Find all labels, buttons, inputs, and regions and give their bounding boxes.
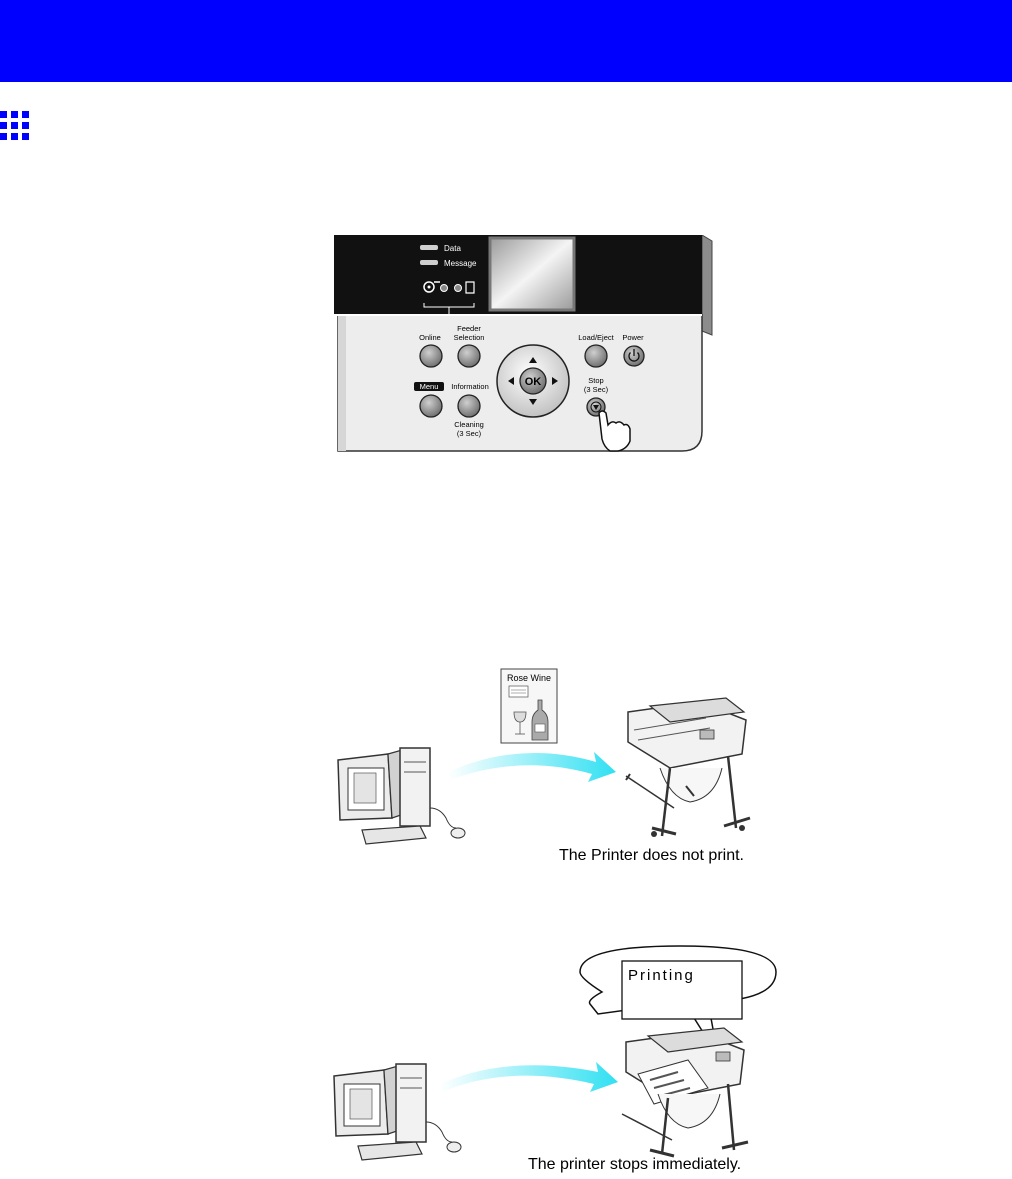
indicator-message-label: Message xyxy=(444,259,477,268)
stop-icon xyxy=(593,405,599,410)
figure1-caption: The Printer does not print. xyxy=(559,847,744,864)
online-button[interactable] xyxy=(419,344,443,368)
data-flow-arrow xyxy=(440,1062,618,1092)
load-eject-button[interactable] xyxy=(584,344,608,368)
feeder-selection-label-2: Selection xyxy=(454,333,485,342)
section-grid-icon xyxy=(0,111,29,140)
information-label: Information xyxy=(451,382,489,391)
roll-sheet-indicator xyxy=(423,281,475,315)
stop-label-1: Stop xyxy=(588,376,603,385)
cleaning-label-1: Cleaning xyxy=(454,420,484,429)
document-title: Rose Wine xyxy=(507,673,551,683)
indicator-data-label: Data xyxy=(444,244,461,253)
document-rose-wine: Rose Wine xyxy=(500,668,558,744)
information-button[interactable] xyxy=(457,394,481,418)
cleaning-label-2: (3 Sec) xyxy=(457,429,482,438)
lcd-screen xyxy=(488,236,576,312)
computer-illustration xyxy=(337,747,466,845)
menu-button[interactable] xyxy=(419,394,443,418)
power-icon xyxy=(628,349,640,362)
pointing-hand-icon xyxy=(598,410,631,452)
speech-bubble: Printing xyxy=(579,945,777,1057)
feeder-selection-button[interactable] xyxy=(457,344,481,368)
power-label: Power xyxy=(622,333,644,342)
feeder-selection-label-1: Feeder xyxy=(457,324,481,333)
ok-label: OK xyxy=(525,376,542,388)
right-arrow-icon[interactable] xyxy=(552,377,558,385)
load-eject-label: Load/Eject xyxy=(578,333,614,342)
up-arrow-icon[interactable] xyxy=(529,357,537,363)
figure2-caption: The printer stops immediately. xyxy=(528,1156,742,1173)
down-arrow-icon[interactable] xyxy=(529,399,537,405)
ok-button[interactable] xyxy=(519,367,547,395)
bubble-printing-text: Printing xyxy=(628,967,695,984)
data-flow-arrow xyxy=(448,752,616,782)
stop-label-2: (3 Sec) xyxy=(584,385,609,394)
printer-illustration xyxy=(625,697,751,837)
not-printing-illustration: Rose Wine xyxy=(337,668,751,845)
online-label: Online xyxy=(419,333,441,342)
left-arrow-icon[interactable] xyxy=(508,377,514,385)
printing-stops-illustration: Printing xyxy=(333,945,777,1161)
computer-illustration xyxy=(333,1063,462,1161)
control-panel-illustration: Data Message Online Feeder Selection Men… xyxy=(334,235,713,452)
menu-label: Menu xyxy=(420,382,439,391)
printer-illustration xyxy=(621,1027,749,1158)
header-bar xyxy=(0,0,1012,82)
